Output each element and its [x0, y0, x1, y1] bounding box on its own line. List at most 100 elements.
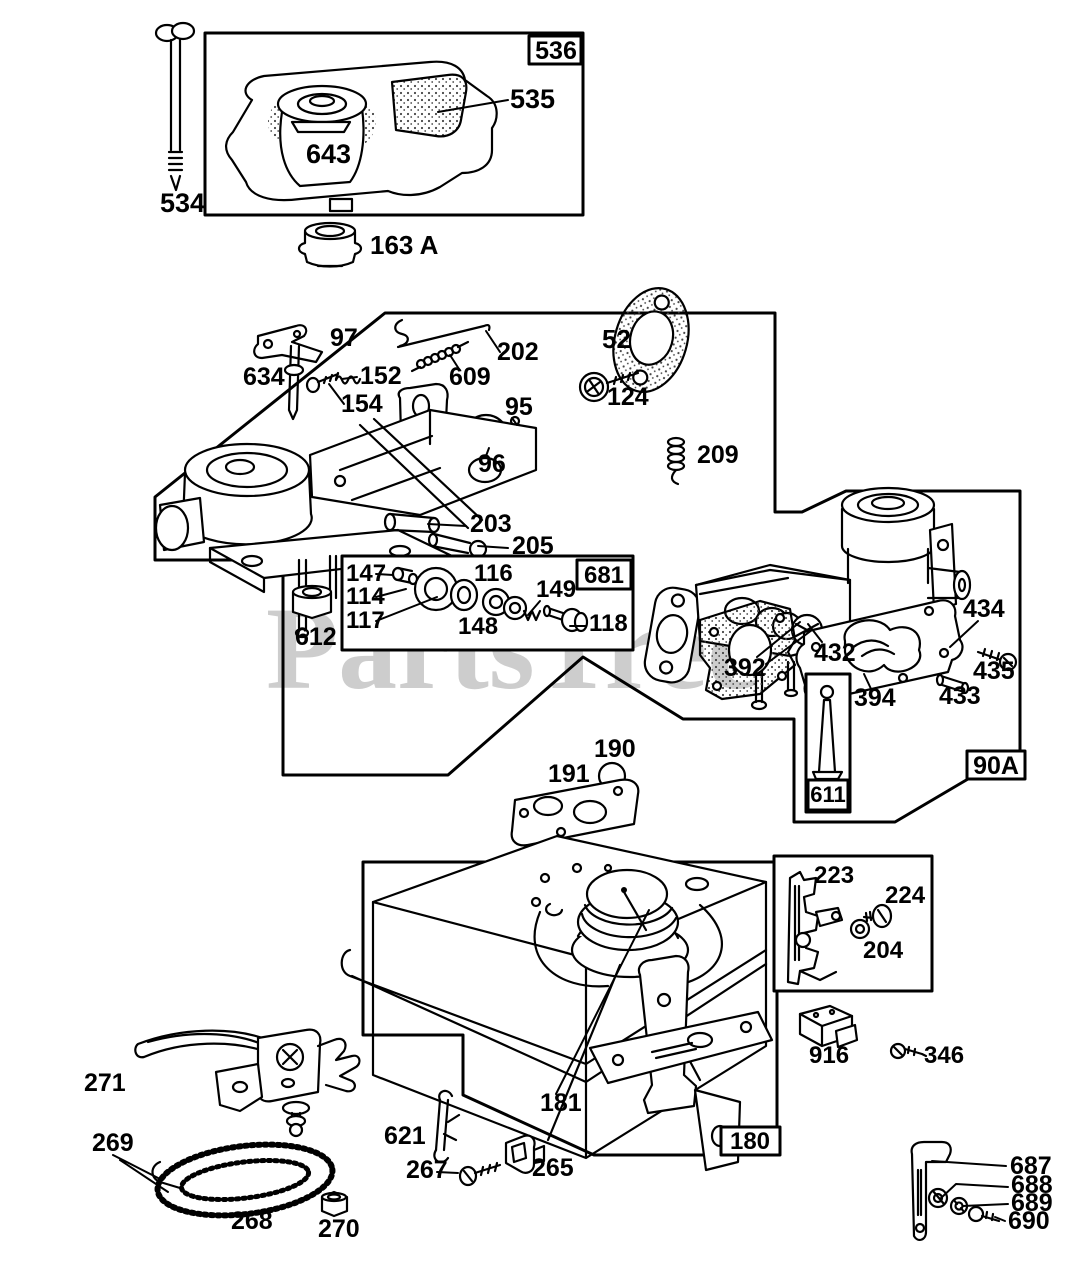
part-label-116: 116: [474, 560, 513, 587]
part-drawing-114-washer: [413, 566, 459, 612]
part-label-271: 271: [84, 1069, 126, 1097]
part-label-148: 148: [458, 613, 498, 640]
part-drawing-346-screw: [889, 1042, 928, 1060]
part-drawing-268-cable-loop: [151, 1141, 336, 1219]
part-drawing-688-washer: [927, 1187, 949, 1209]
part-drawing-634-shaft: [283, 344, 305, 421]
part-drawing-204-washer: [849, 918, 871, 940]
part-drawing-394-gasket: [698, 599, 797, 701]
part-label-268: 268: [231, 1207, 273, 1235]
part-drawing-154-screw: [305, 371, 340, 394]
part-label-265: 265: [532, 1154, 574, 1182]
part-label-90A: 90A: [973, 752, 1019, 780]
part-label-205: 205: [512, 532, 554, 560]
part-label-117: 117: [346, 607, 385, 634]
part-drawing-433-pin: [935, 673, 970, 695]
callout-611-label-box: [806, 778, 850, 812]
part-label-916: 916: [809, 1042, 849, 1069]
part-drawing-148-washers: [481, 587, 528, 621]
part-label-204: 204: [863, 937, 904, 964]
part-label-152: 152: [360, 362, 402, 390]
part-label-209: 209: [697, 441, 739, 469]
part-drawing-690-screw: [967, 1205, 1001, 1223]
part-drawing-97-lever: [253, 324, 324, 364]
part-label-95: 95: [505, 393, 533, 421]
part-drawing-271-control-lever: [134, 1028, 361, 1138]
part-label-97: 97: [330, 324, 358, 352]
part-drawing-152-spring: [334, 375, 362, 385]
part-label-52: 52: [602, 324, 631, 354]
part-drawing-687-bracket: [910, 1140, 952, 1242]
part-label-611: 611: [810, 782, 846, 807]
part-drawing-270-nut: [320, 1190, 349, 1218]
fuel-tank-drawing: [340, 834, 774, 1172]
part-drawing-435-screw: [976, 647, 1018, 672]
part-drawing-147-plug: [391, 566, 419, 586]
part-label-394: 394: [854, 684, 896, 712]
callout-90A-box: [965, 749, 1027, 781]
part-label-180: 180: [730, 1128, 770, 1155]
part-label-687: 687: [1010, 1152, 1052, 1180]
part-drawing-203-pin: [383, 512, 441, 534]
part-drawing-265-clamp: [504, 1134, 546, 1174]
part-label-163A: 163 A: [370, 230, 439, 260]
part-label-643: 643: [306, 139, 351, 169]
part-label-224: 224: [885, 882, 926, 909]
part-label-689: 689: [1011, 1189, 1053, 1217]
part-label-124: 124: [607, 383, 649, 411]
part-label-434: 434: [963, 595, 1005, 623]
part-label-392: 392: [724, 654, 766, 682]
part-drawing-609-spring: [410, 340, 470, 373]
part-label-154: 154: [341, 390, 383, 418]
part-label-191: 191: [548, 760, 590, 788]
part-label-270: 270: [318, 1215, 360, 1243]
part-drawing-116-seal: [449, 578, 479, 612]
float-needle-callout-box: [804, 672, 852, 814]
part-label-690: 690: [1008, 1207, 1050, 1235]
part-label-535: 535: [510, 84, 555, 114]
part-drawing-191-gasket: [510, 778, 640, 847]
part-label-681: 681: [584, 562, 624, 589]
part-label-203: 203: [470, 510, 512, 538]
part-label-536: 536: [535, 37, 577, 65]
part-label-147: 147: [346, 560, 386, 587]
part-label-432: 432: [814, 639, 856, 667]
callout-681-label-box: [575, 558, 633, 591]
part-drawing-205-pin: [427, 532, 488, 559]
air-cleaner-drawing: [225, 60, 498, 213]
callout-536-label-box: [527, 34, 583, 66]
part-label-609: 609: [449, 363, 491, 391]
part-label-534: 534: [160, 188, 205, 218]
part-label-634: 634: [243, 363, 285, 391]
part-label-621: 621: [384, 1122, 426, 1150]
part-label-118: 118: [589, 610, 628, 637]
part-label-612: 612: [295, 623, 337, 651]
leader-lines: [112, 99, 1009, 1222]
part-drawing-124-screw: [578, 371, 640, 403]
part-drawing-267-screw: [458, 1161, 502, 1187]
part-label-269: 269: [92, 1129, 134, 1157]
part-drawing-534-screw: [154, 21, 196, 192]
part-label-181: 181: [540, 1089, 582, 1117]
part-label-114: 114: [346, 583, 385, 610]
part-label-190: 190: [594, 735, 636, 763]
air-cleaner-callout-box: [203, 31, 585, 217]
part-label-267: 267: [406, 1156, 448, 1184]
part-label-433: 433: [939, 682, 981, 710]
part-label-96: 96: [478, 450, 506, 478]
part-label-202: 202: [497, 338, 539, 366]
part-label-688: 688: [1011, 1171, 1053, 1199]
part-drawing-224-screw: [862, 903, 893, 929]
part-drawing-202-link-rod: [394, 318, 491, 349]
part-drawing-209-spring: [666, 436, 686, 486]
part-drawing-163A-grommet: [297, 221, 363, 268]
part-label-435: 435: [973, 657, 1015, 685]
part-drawing-52-gasket: [612, 286, 690, 394]
part-label-223: 223: [814, 862, 854, 889]
part-label-149: 149: [536, 576, 576, 603]
part-drawing-916-clip: [798, 1004, 859, 1049]
part-drawing-612-nut: [291, 584, 333, 620]
